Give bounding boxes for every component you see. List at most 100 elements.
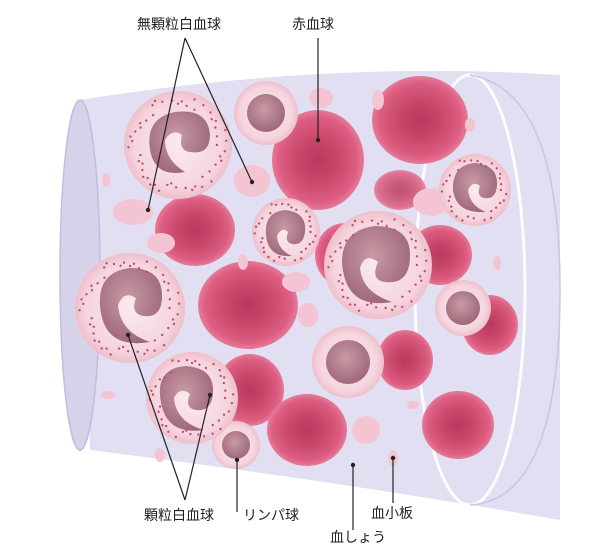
granule (272, 259, 276, 262)
granule (339, 273, 342, 277)
red-blood-cell (374, 170, 426, 210)
granulocyte (146, 352, 238, 444)
granule (490, 210, 493, 213)
granule (402, 224, 405, 227)
label-granulocyte: 顆粒白血球 (144, 508, 214, 524)
granule (167, 326, 170, 330)
granule (270, 203, 273, 206)
label-lymphocyte: リンパ球 (243, 508, 299, 524)
granule (450, 210, 453, 213)
granule (418, 275, 422, 278)
granule (172, 322, 176, 326)
granule (448, 195, 452, 198)
granule (223, 150, 226, 153)
granule (448, 174, 451, 177)
granulocyte (124, 91, 232, 199)
granule (105, 347, 108, 350)
granule (162, 344, 166, 347)
granule (163, 280, 166, 283)
granule (455, 215, 458, 218)
granule (414, 246, 417, 249)
granule (370, 302, 373, 305)
granule (351, 234, 355, 237)
granule (231, 393, 235, 396)
granule (223, 396, 227, 400)
granule (260, 241, 263, 244)
granule (218, 369, 221, 372)
granule (222, 381, 226, 385)
granule (131, 139, 134, 143)
label-platelet: 血小板 (371, 506, 413, 522)
granule (208, 170, 211, 173)
granule (415, 255, 419, 258)
granule (424, 248, 427, 252)
granule (177, 291, 180, 294)
granule (314, 234, 317, 238)
granule (121, 345, 125, 349)
granule (161, 273, 165, 277)
platelet (113, 199, 153, 225)
granule (409, 231, 412, 234)
granule (293, 259, 297, 262)
granule (194, 359, 197, 363)
granule (254, 225, 258, 228)
granule (154, 266, 157, 269)
granule (139, 126, 142, 129)
granule (146, 176, 149, 180)
granule (312, 240, 315, 244)
granule (227, 410, 230, 413)
granule (171, 318, 175, 321)
granule (450, 205, 453, 208)
platelet (238, 254, 248, 270)
label-agranulocyte: 無顆粒白血球 (137, 17, 221, 33)
granule (146, 349, 149, 352)
granule (185, 358, 189, 362)
granule (170, 182, 173, 185)
granule (93, 339, 96, 342)
granule (80, 298, 83, 301)
granule (150, 389, 153, 392)
granule (214, 126, 217, 129)
granule (414, 239, 417, 243)
granule (176, 313, 179, 316)
granule (145, 270, 148, 274)
granule (90, 284, 93, 287)
granule (161, 424, 164, 427)
granule (309, 230, 312, 234)
granule (484, 165, 488, 168)
granule (145, 119, 148, 122)
granule (339, 242, 342, 245)
granule (414, 283, 417, 286)
leader-agranulocyte (147, 37, 253, 211)
granule (466, 215, 470, 218)
granule (472, 217, 475, 220)
granule (174, 186, 178, 189)
granule (145, 260, 149, 263)
granule (483, 218, 486, 222)
platelet (372, 90, 384, 110)
platelet (493, 256, 501, 270)
granule (262, 246, 265, 249)
red-blood-cell (422, 391, 494, 459)
granule (167, 430, 170, 433)
granule (380, 220, 383, 223)
granule (498, 201, 502, 205)
granule (329, 255, 332, 258)
granule (304, 247, 308, 250)
granule (261, 217, 264, 220)
granule (274, 203, 278, 206)
granule (128, 264, 132, 268)
granule (215, 143, 219, 147)
granule (463, 160, 466, 163)
red-blood-cell (377, 330, 433, 390)
granule (393, 228, 396, 231)
granule (169, 371, 172, 374)
granule (177, 302, 181, 305)
granule (305, 210, 308, 213)
granule (220, 159, 223, 162)
granule (214, 163, 217, 166)
granule (117, 347, 121, 350)
granule (151, 393, 155, 396)
platelet (407, 401, 419, 409)
